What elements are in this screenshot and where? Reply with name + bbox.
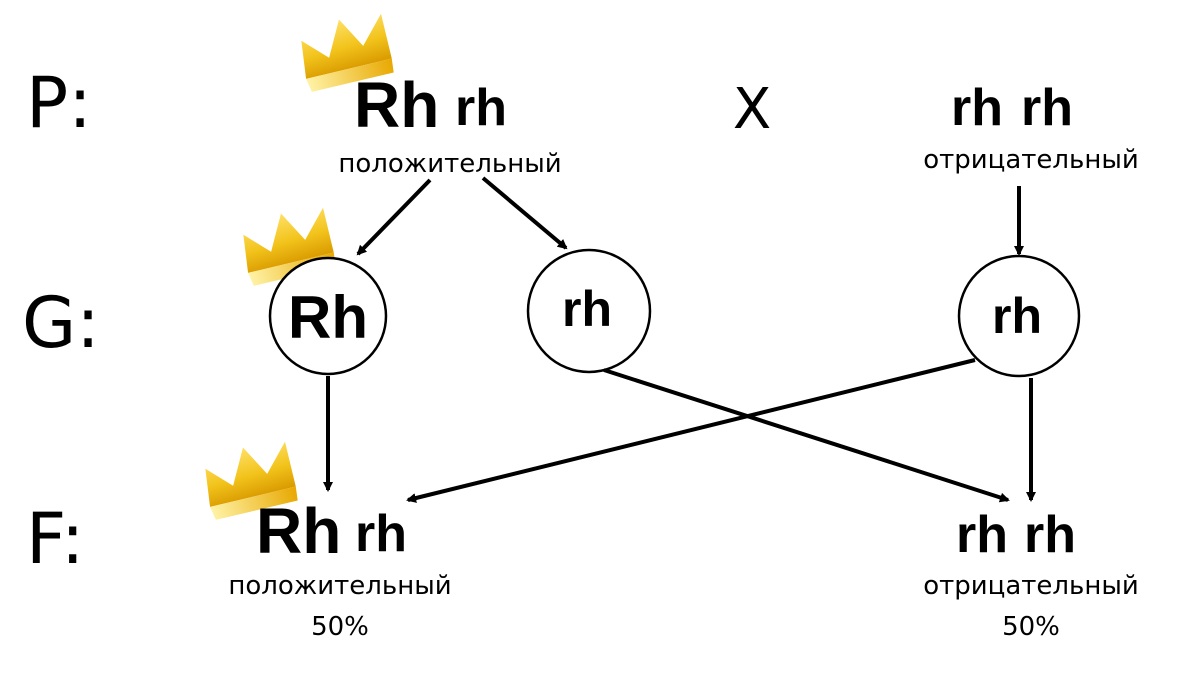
parent-right-allele-1: rh [951,79,1003,137]
arrow-parent-left-to-gamete-2 [481,176,568,250]
gamete-2-label: rh [562,281,612,337]
parent-left-phenotype: положительный [338,149,561,179]
offspring-right-allele-2: rh [1024,506,1076,564]
parent-right-phenotype: отрицательный [923,145,1139,175]
gamete-circle-2 [526,248,652,374]
row-label-f: F: [26,498,84,580]
parent-right-allele-2: rh [1021,79,1073,137]
parent-left-recessive-allele: rh [455,79,507,137]
offspring-left-percent: 50% [311,612,369,642]
cross-symbol: X [733,77,771,142]
offspring-right-allele-1: rh [956,506,1008,564]
offspring-left-recessive-allele: rh [355,505,407,563]
gamete-1-label: Rh [288,284,368,351]
offspring-left-dominant-allele: Rh [256,495,341,567]
crown-icon [301,13,394,92]
crown-icon [205,441,298,520]
arrow-gamete-2-to-offspring-right [603,368,1010,503]
gamete-3-label: rh [992,288,1042,344]
offspring-right-percent: 50% [1002,612,1060,642]
row-label-p: P: [26,62,92,144]
offspring-left-phenotype: положительный [228,571,451,601]
offspring-right-phenotype: отрицательный [923,571,1139,601]
arrow-parent-left-to-gamete-1 [356,178,432,256]
row-label-g: G: [22,282,100,364]
arrow-gamete-3-to-offspring-left [406,358,976,503]
parent-left-dominant-allele: Rh [354,69,439,141]
gamete-circle-1 [268,256,388,376]
gamete-circle-3 [957,254,1081,378]
